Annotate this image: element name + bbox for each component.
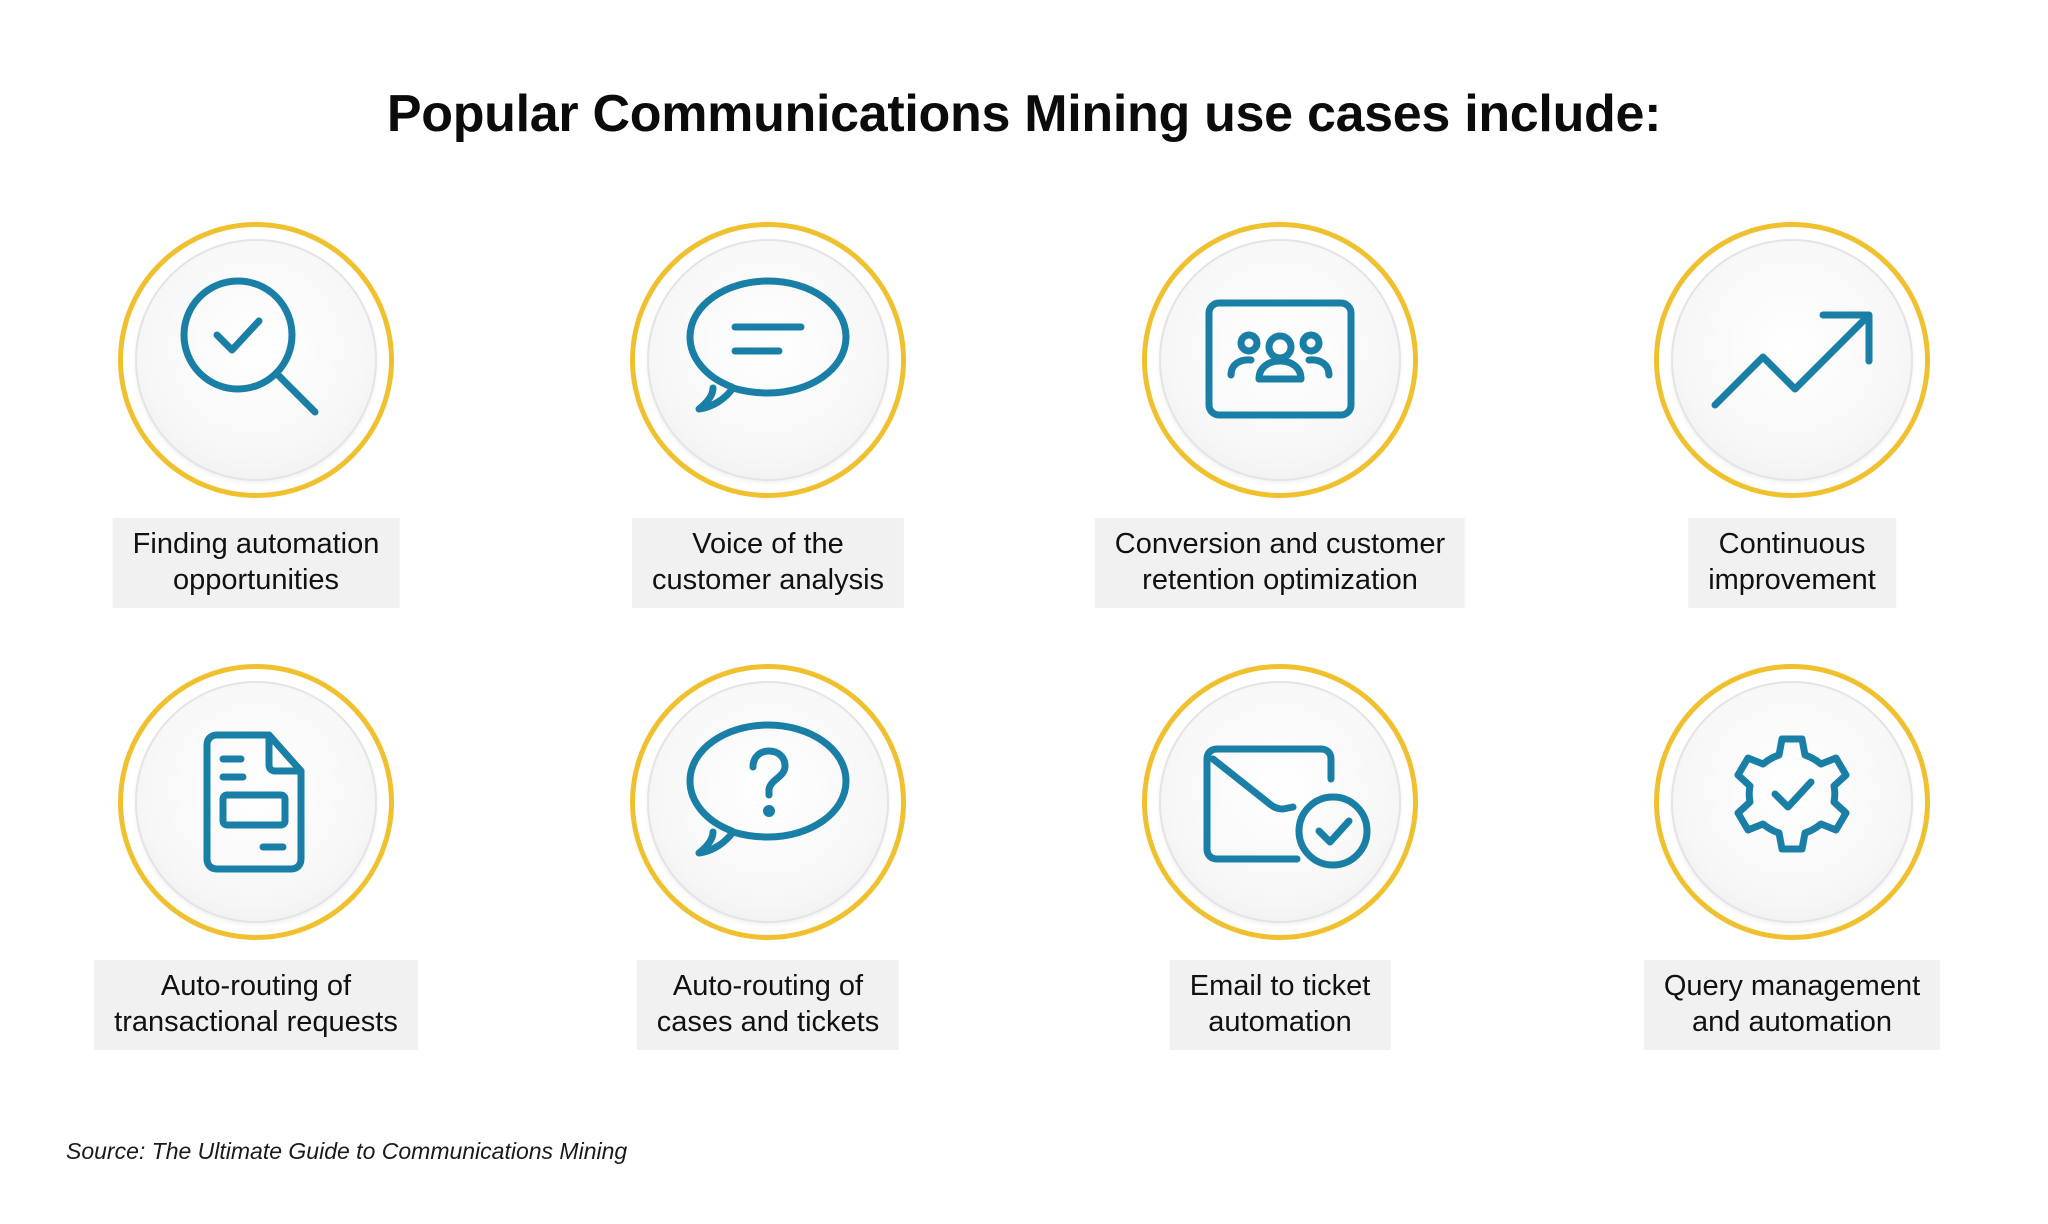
use-case-label-line: improvement	[1708, 564, 1876, 596]
trend-up-arrow-icon	[1671, 239, 1913, 481]
use-case-row: Auto-routing of transactional requests A…	[0, 664, 2048, 1084]
icon-ring	[118, 664, 394, 940]
use-case-label-line: Conversion and customer	[1114, 528, 1446, 560]
use-case-label-line: Continuous	[1718, 528, 1866, 560]
use-case-label-line: customer analysis	[651, 564, 885, 596]
use-case-label-line: Voice of the	[692, 528, 844, 560]
use-case-label-line: Auto-routing of	[160, 970, 352, 1002]
icon-ring	[630, 222, 906, 498]
use-case-card: Query management and automation	[1592, 664, 1992, 1084]
use-case-label: Query management and automation	[1643, 960, 1941, 1050]
use-case-label: Conversion and customer retention optimi…	[1094, 518, 1466, 608]
use-case-label-line: Query management	[1663, 970, 1921, 1002]
use-case-label-line: transactional requests	[114, 1006, 398, 1038]
use-case-label-line: Email to ticket	[1189, 970, 1371, 1002]
speech-bubble-icon	[647, 239, 889, 481]
use-case-row: Finding automation opportunities Voice o…	[0, 222, 2048, 642]
use-case-card: Email to ticket automation	[1080, 664, 1480, 1084]
use-case-label: Auto-routing of cases and tickets	[636, 960, 900, 1050]
use-case-label-line: opportunities	[172, 564, 340, 596]
gear-check-icon	[1671, 681, 1913, 923]
use-case-label-line: Auto-routing of	[672, 970, 864, 1002]
use-case-label-line: automation	[1208, 1006, 1352, 1038]
use-case-card: Auto-routing of cases and tickets	[568, 664, 968, 1084]
icon-ring	[1142, 222, 1418, 498]
icon-ring	[1654, 222, 1930, 498]
use-case-card: Finding automation opportunities	[56, 222, 456, 642]
use-case-card: Continuous improvement	[1592, 222, 1992, 642]
use-case-label-line: cases and tickets	[656, 1006, 880, 1038]
group-screen-icon	[1159, 239, 1401, 481]
use-case-label: Voice of the customer analysis	[631, 518, 905, 608]
use-case-label: Finding automation opportunities	[112, 518, 400, 608]
use-case-label: Auto-routing of transactional requests	[94, 960, 418, 1050]
use-case-label-line: and automation	[1692, 1006, 1892, 1038]
use-case-label: Email to ticket automation	[1169, 960, 1391, 1050]
question-bubble-icon	[647, 681, 889, 923]
icon-ring	[630, 664, 906, 940]
icon-ring	[118, 222, 394, 498]
page-title: Popular Communications Mining use cases …	[386, 85, 1662, 143]
envelope-check-icon	[1159, 681, 1401, 923]
use-case-label-line: retention optimization	[1142, 564, 1418, 596]
use-case-card: Voice of the customer analysis	[568, 222, 968, 642]
use-case-label: Continuous improvement	[1688, 518, 1896, 608]
source-caption: Source: The Ultimate Guide to Communicat…	[66, 1138, 628, 1164]
icon-ring	[1654, 664, 1930, 940]
document-icon	[135, 681, 377, 923]
icon-ring	[1142, 664, 1418, 940]
use-case-card: Conversion and customer retention optimi…	[1080, 222, 1480, 642]
use-case-card: Auto-routing of transactional requests	[56, 664, 456, 1084]
use-case-label-line: Finding automation	[132, 528, 380, 560]
magnifier-check-icon	[135, 239, 377, 481]
